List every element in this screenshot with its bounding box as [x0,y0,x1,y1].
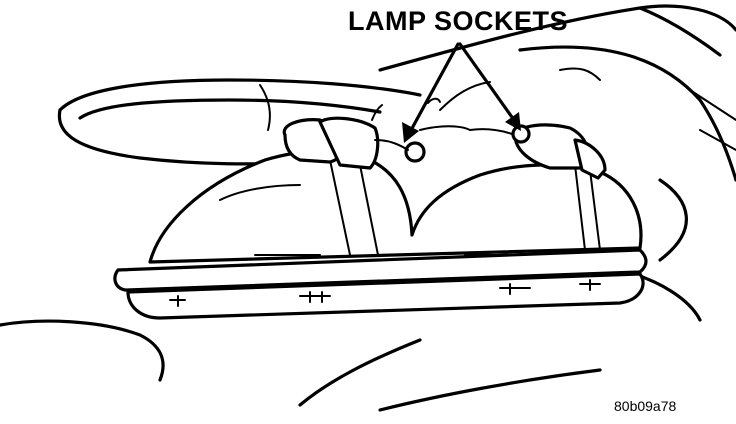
lens-strip [113,248,648,320]
lower-fascia [0,268,702,412]
callout-label: LAMP SOCKETS [348,6,569,36]
arrowhead-right [505,112,521,131]
leader-line-right [458,42,516,122]
right-socket-connector [511,124,531,144]
figure-id: 80b09a78 [614,398,677,414]
callout-arrows [402,42,521,143]
arrowhead-left [402,122,419,143]
wiring-harness [371,81,491,121]
lamp-socket-left [282,116,471,170]
left-socket-connector [404,141,426,163]
lamp-socket-right [469,123,607,180]
fender-outline [378,4,736,262]
leader-line-left [408,42,460,134]
